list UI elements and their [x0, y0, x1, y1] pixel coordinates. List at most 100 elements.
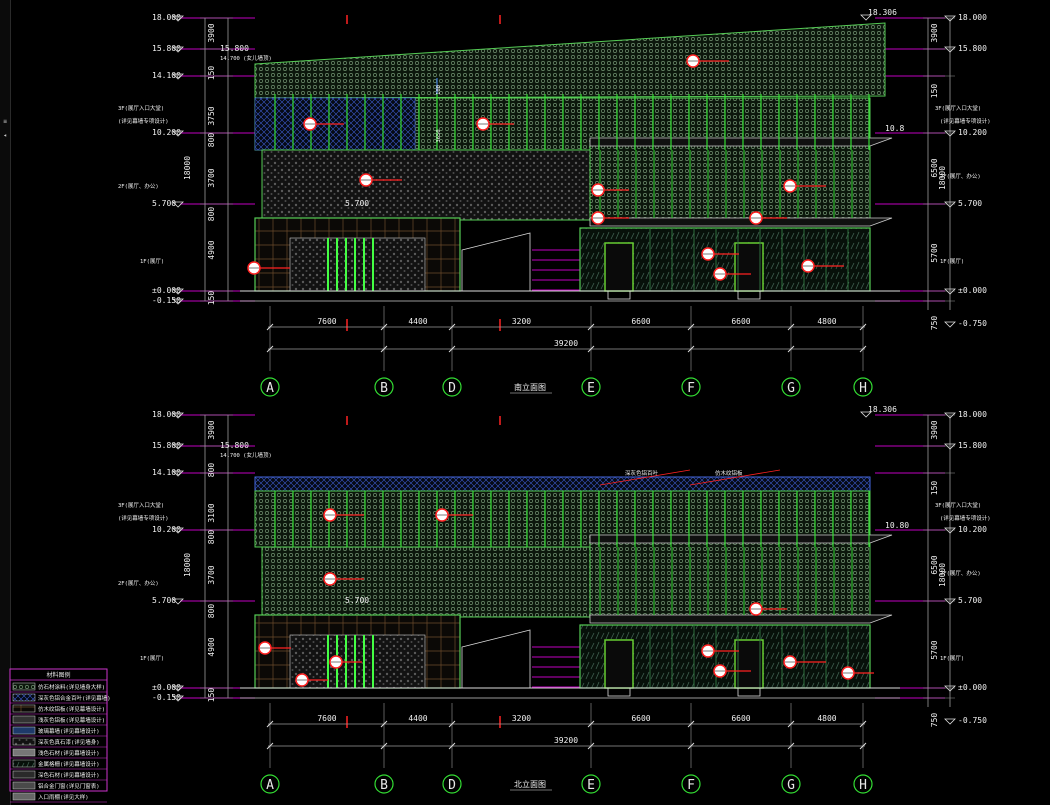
entry-step [737, 290, 761, 300]
floor-note: 2F(展厅、办公) [940, 172, 981, 180]
level-mark-right [944, 718, 956, 725]
grid-bubble [853, 774, 873, 794]
floor-note: 1F(展厅) [940, 258, 964, 265]
callout-leader [599, 469, 691, 486]
dim-text-right: 150 [930, 481, 939, 496]
grid-axis-label: D [448, 778, 456, 793]
dim-tick [448, 323, 456, 331]
grid-axis-label: E [587, 381, 595, 396]
sidebar-tab-menu[interactable]: ≡ [3, 118, 7, 125]
dim-text-right: 6500 [930, 158, 939, 177]
level-label-right: 15.800 [958, 44, 987, 53]
dim-text-right: 3900 [930, 420, 939, 439]
level-label-right: -0.750 [958, 716, 987, 725]
level-mark-right [944, 201, 956, 208]
level-mark-left [172, 695, 184, 702]
floor-note: (详见幕墙专项设计) [940, 514, 991, 522]
dim-text-left: 150 [207, 66, 216, 81]
stair-void [461, 629, 531, 689]
level-label-left: -0.150 [152, 296, 181, 305]
level-label-right: 10.200 [958, 128, 987, 137]
level-label-left: 10.200 [152, 128, 181, 137]
callout-leader [689, 469, 781, 486]
dim-total-right: 18000 [938, 166, 947, 190]
grid-axis-label: A [266, 381, 274, 396]
level-mark-right [944, 288, 956, 295]
level-mark-left [172, 130, 184, 137]
roof-note: 14.700 (女儿墙顶) [220, 54, 272, 62]
bay-dimension: 4800 [817, 317, 836, 326]
dim-text-left: 800 [207, 530, 216, 545]
legend-swatch [12, 770, 36, 779]
dim-tick [687, 720, 695, 728]
level-mark-right [944, 130, 956, 137]
grid-bubble [681, 377, 701, 397]
bay-dimension: 3200 [512, 714, 531, 723]
dim-text-left: 800 [207, 207, 216, 222]
elevation-title: 北立面图 [514, 779, 546, 789]
inner-level-label: 5.700 [345, 596, 369, 605]
inner-level-label: 5.700 [345, 199, 369, 208]
dim-text-left: 800 [207, 604, 216, 619]
level-label-left: ±0.000 [152, 683, 181, 692]
ground-floor-door [734, 242, 764, 292]
dim-total-left: 18000 [183, 553, 192, 577]
dim-tick [266, 345, 274, 353]
ground-floor-door [734, 639, 764, 689]
top-level-triangle [860, 14, 872, 21]
level-mark-left [172, 298, 184, 305]
total-dimension: 39200 [554, 736, 578, 745]
roof-level-label: 15.800 [220, 44, 249, 53]
level-label-left: 10.200 [152, 525, 181, 534]
legend-item-label: 深灰色真石漆(详见墙身) [38, 738, 100, 746]
floor-note: 3F(展厅入口大堂) [935, 501, 981, 509]
floor-note: 2F(展厅、办公) [940, 569, 981, 577]
dim-tick [859, 323, 867, 331]
canopy-slab [589, 534, 893, 544]
dim-text-right: 750 [930, 713, 939, 728]
level-mark-right [944, 598, 956, 605]
grid-axis-label: F [687, 778, 695, 793]
level-mark-left [172, 470, 184, 477]
level-label-right: 5.700 [958, 199, 982, 208]
level-label-right: -0.750 [958, 319, 987, 328]
top-level-triangle [860, 411, 872, 418]
dim-text-right: 6500 [930, 555, 939, 574]
level-mark-right [944, 15, 956, 22]
level-mark-left [172, 288, 184, 295]
level-mark-left [172, 201, 184, 208]
dim-tick [859, 720, 867, 728]
top-callout-label: 仿木纹铝板 [715, 469, 743, 477]
level-mark-right [944, 412, 956, 419]
level-label-left: 18.000 [152, 410, 181, 419]
grid-axis-label: E [587, 778, 595, 793]
grid-bubble [260, 774, 280, 794]
bay-dimension: 4800 [817, 714, 836, 723]
grid-bubble [581, 774, 601, 794]
dim-text-right: 3900 [930, 23, 939, 42]
bay-dimension: 7600 [317, 714, 336, 723]
entry-step [607, 687, 631, 697]
second-floor-screen [261, 149, 591, 221]
level-label-right: 18.000 [958, 410, 987, 419]
dim-text-left: 800 [207, 133, 216, 148]
dim-tick [787, 720, 795, 728]
grid-bubble [442, 774, 462, 794]
level-label-left: 15.800 [152, 44, 181, 53]
legend-item-label: 金属格栅(详见幕墙设计) [38, 760, 100, 768]
dim-tick [448, 742, 456, 750]
legend-swatch [12, 704, 36, 713]
level-label-right: 15.800 [958, 441, 987, 450]
dim-text-left: 4900 [207, 637, 216, 656]
canopy-level-label: 10.80 [885, 521, 909, 530]
sidebar-tab-collapse[interactable]: ◂ [3, 132, 7, 139]
grid-bubble [374, 377, 394, 397]
grid-bubble [853, 377, 873, 397]
bay-dimension: 6600 [731, 714, 750, 723]
top-louver-band [254, 476, 871, 492]
dim-tick [380, 742, 388, 750]
dim-tick [380, 345, 388, 353]
floor-note: 3F(展厅入口大堂) [118, 104, 164, 112]
dim-tick [859, 345, 867, 353]
